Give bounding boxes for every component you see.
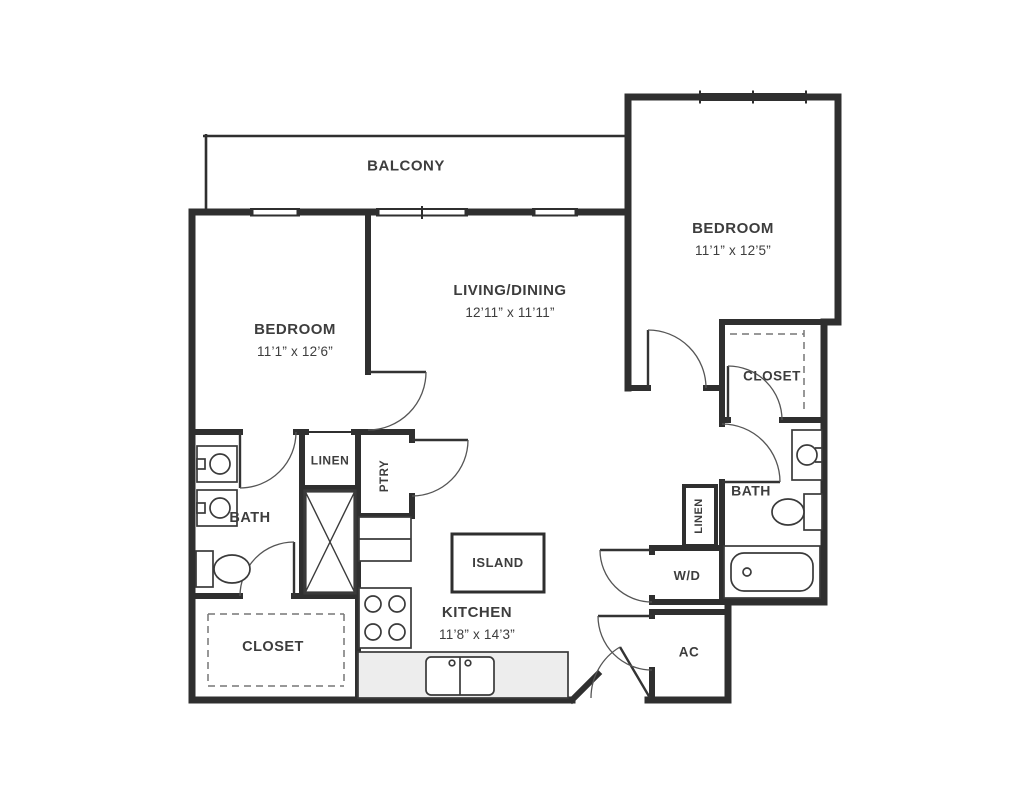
- room-name: KITCHEN: [441, 604, 513, 622]
- kitchen-sink-icon: [425, 656, 495, 696]
- room-label-pantry: PTRY: [378, 460, 392, 492]
- toilet-left-icon: [195, 550, 251, 588]
- room-name: AC: [678, 644, 700, 660]
- room-name: ISLAND: [472, 554, 524, 570]
- room-name: BEDROOM: [254, 321, 336, 339]
- room-name: LINEN: [693, 498, 706, 534]
- room-name: LINEN: [310, 453, 350, 468]
- fridge-icon: [358, 516, 412, 562]
- room-name: CLOSET: [743, 368, 801, 384]
- room-name: BALCONY: [367, 157, 445, 175]
- room-label-ac: AC: [679, 645, 700, 662]
- room-label-balcony: BALCONY: [367, 158, 445, 177]
- stove-icon: [358, 587, 412, 649]
- room-label-linen-left: LINEN: [311, 454, 350, 469]
- room-label-bedroom-left: BEDROOM 11’1” x 12’6”: [254, 321, 336, 361]
- room-label-closet-right: CLOSET: [743, 369, 801, 386]
- balcony-walls: [203, 134, 628, 211]
- shower-icon: [303, 489, 357, 595]
- linen-right-closet: [682, 484, 718, 548]
- vanity-sink-right-icon: [791, 429, 823, 481]
- room-label-bath-left: BATH: [229, 509, 270, 527]
- bathtub-icon: [723, 545, 821, 599]
- room-dims: 11’1” x 12’6”: [257, 343, 333, 359]
- room-name: BEDROOM: [692, 220, 774, 238]
- room-label-island: ISLAND: [472, 555, 523, 571]
- room-label-linen-right: LINEN: [693, 498, 707, 534]
- vanity-sink-left-1-icon: [196, 445, 238, 483]
- island-outline: [450, 532, 546, 594]
- door-swings: [239, 329, 783, 699]
- room-label-closet-left: CLOSET: [242, 638, 304, 656]
- room-name: CLOSET: [242, 638, 304, 655]
- room-name: LIVING/DINING: [453, 282, 567, 300]
- room-name: W/D: [673, 567, 701, 583]
- room-label-washer-dryer: W/D: [674, 568, 701, 584]
- room-name: PTRY: [378, 459, 391, 493]
- room-label-bedroom-right: BEDROOM 11’1” x 12’5”: [692, 220, 774, 260]
- room-dims: 11’8” x 14’3”: [439, 626, 515, 642]
- door-leaves: [238, 330, 780, 699]
- fixtures: [195, 429, 823, 699]
- exterior-walls: [188, 93, 842, 704]
- vanity-sink-left-2-icon: [196, 489, 238, 527]
- room-name: BATH: [731, 482, 771, 499]
- toilet-right-icon: [771, 493, 823, 531]
- room-name: BATH: [229, 509, 271, 526]
- room-dims: 11’1” x 12’5”: [695, 242, 771, 258]
- room-label-living-dining: LIVING/DINING 12’11” x 11’11”: [453, 282, 566, 322]
- room-label-kitchen: KITCHEN 11’8” x 14’3”: [439, 604, 515, 644]
- room-dims: 12’11” x 11’11”: [465, 304, 555, 320]
- room-label-bath-right: BATH: [731, 482, 771, 500]
- closet-rod-dashed: [207, 330, 805, 687]
